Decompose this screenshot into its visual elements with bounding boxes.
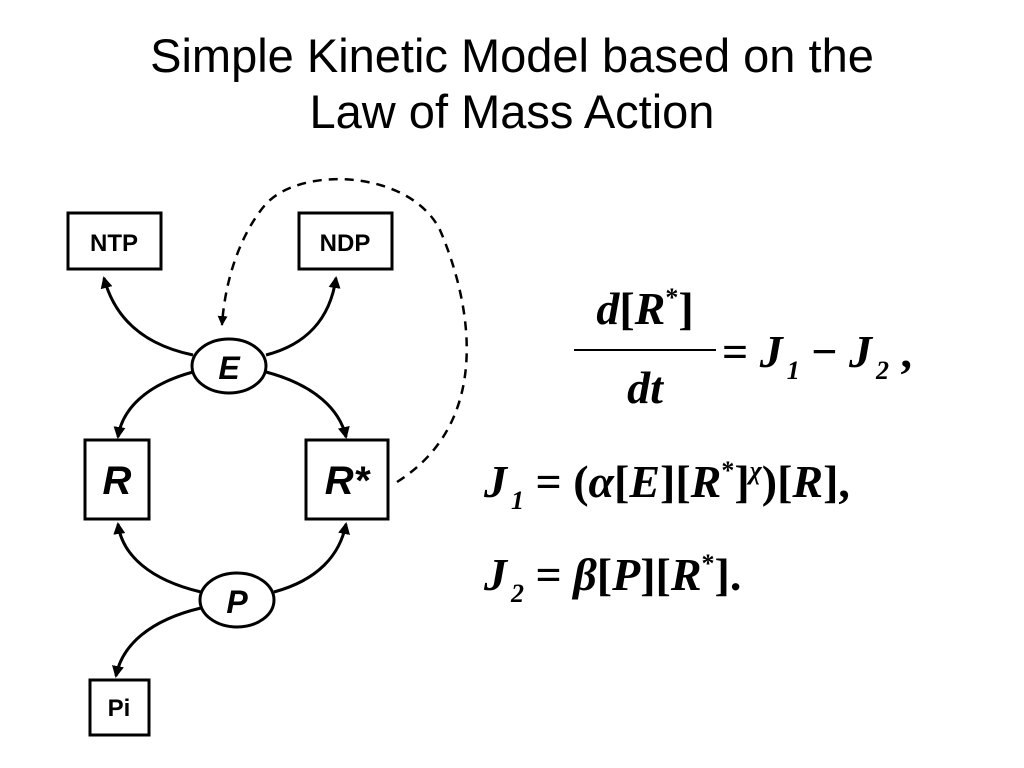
eq3-end: ]. [714, 549, 742, 600]
node-ntp-label: NTP [90, 230, 138, 257]
eq1-lbracket: [ [619, 283, 635, 334]
eq1-j1: J [759, 326, 783, 377]
eq2-alpha: α [588, 456, 614, 507]
eq2-j: J [484, 456, 507, 507]
edge-p-pi [112, 606, 202, 678]
node-p-label: P [226, 584, 248, 620]
eq1-rbracket: ] [678, 283, 694, 334]
edge-e-ndp [265, 276, 341, 357]
eq2-lbracket: [ [613, 456, 630, 507]
equation-1-fraction-bar [574, 349, 716, 351]
equation-1-numerator: d[R*] [570, 280, 720, 345]
eq3-star: * [701, 549, 715, 578]
eq1-r: R [634, 283, 666, 334]
node-rstar-label: R* [325, 459, 372, 503]
eq1-j1-sub: 1 [786, 356, 800, 385]
node-r: R [83, 438, 151, 521]
eq3-sub: 2 [511, 579, 524, 608]
node-ntp: NTP [66, 211, 163, 271]
eq3-mid-brackets: ][ [640, 549, 671, 600]
node-p: P [198, 571, 276, 629]
eq2-r: R [690, 456, 722, 507]
eq2-end: ], [823, 456, 850, 507]
node-pi: Pi [88, 678, 151, 737]
node-ndp: NDP [297, 211, 394, 271]
eq1-d: d [596, 283, 620, 334]
node-r-label: R [103, 459, 132, 503]
eq2-equals: = ( [524, 456, 589, 507]
slide-title: Simple Kinetic Model based on the Law of… [0, 28, 1024, 140]
eq1-star: * [665, 283, 679, 312]
eq1-j2-sub: 2 [875, 356, 889, 385]
eq1-minus: − [799, 326, 849, 377]
title-line-1: Simple Kinetic Model based on the [150, 29, 874, 82]
eq2-r2: R [792, 456, 824, 507]
eq2-e: E [629, 456, 660, 507]
node-ndp-label: NDP [320, 230, 371, 257]
node-e: E [190, 337, 268, 395]
eq1-equals: = [722, 326, 760, 377]
eq2-sub: 1 [511, 486, 524, 515]
eq2-paren: )[ [761, 456, 793, 507]
edge-p-rstar [273, 522, 350, 594]
edge-p-r [113, 522, 202, 594]
eq2-star: * [721, 456, 735, 485]
eq1-j2: J [848, 326, 872, 377]
equation-1-fraction: d[R*] dt [570, 280, 720, 417]
title-line-2: Law of Mass Action [309, 85, 715, 138]
edge-e-rstar [265, 370, 350, 439]
eq2-chi: χ [749, 456, 762, 485]
eq2-mid-brackets: ][ [660, 456, 691, 507]
eq2-rbracket: ] [734, 456, 750, 507]
eq3-r: R [670, 549, 702, 600]
eq3-equals: = [524, 549, 574, 600]
edge-e-r [113, 370, 194, 439]
eq3-lbracket: [ [596, 549, 613, 600]
edge-e-ntp [100, 276, 194, 357]
eq3-p: P [612, 549, 641, 600]
node-pi-label: Pi [108, 695, 131, 722]
eq3-j: J [484, 549, 507, 600]
node-e-label: E [218, 350, 241, 386]
equation-1-denominator: dt [627, 362, 663, 413]
eq3-beta: β [573, 549, 597, 600]
eq1-tail: , [888, 326, 912, 377]
feedback-dashed-arrow [217, 177, 468, 484]
node-rstar: R* [304, 438, 390, 521]
